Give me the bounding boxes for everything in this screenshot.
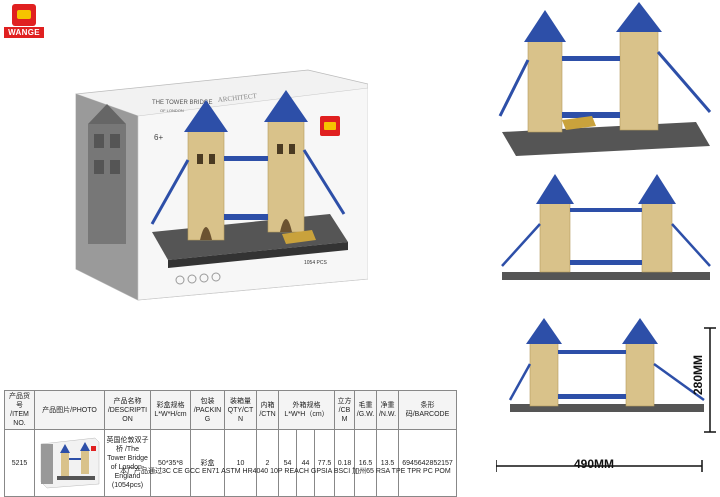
header-inner-ctn: 内箱/CTN bbox=[256, 390, 279, 430]
header-packing: 包装/PACKING bbox=[190, 390, 225, 430]
spec-table: 产品货号/ITEM NO. 产品图片/PHOTO 产品名称/DESCRIPTIO… bbox=[4, 390, 457, 497]
header-photo: 产品图片/PHOTO bbox=[34, 390, 105, 430]
logo-wordmark: WANGE bbox=[4, 27, 44, 38]
cell-outer-w: 44 bbox=[296, 429, 315, 497]
cell-item-no: 5215 bbox=[4, 429, 35, 497]
width-dimension-label: 490MM bbox=[574, 457, 615, 471]
cell-qty: 10 bbox=[224, 429, 257, 497]
table-row: 5215 英国伦敦双子桥 /The Tower Bridge of London… bbox=[4, 429, 457, 497]
model-view-dimensions bbox=[496, 318, 716, 472]
cell-packing: 彩盒 bbox=[190, 429, 225, 497]
cell-inner-ctn: 2 bbox=[256, 429, 279, 497]
model-view-front bbox=[501, 174, 711, 280]
spec-header-row: 产品货号/ITEM NO. 产品图片/PHOTO 产品名称/DESCRIPTIO… bbox=[4, 390, 457, 430]
cell-nw: 13.5 bbox=[376, 429, 399, 497]
header-item-no: 产品货号/ITEM NO. bbox=[4, 390, 35, 430]
cell-cbm: 0.18 bbox=[334, 429, 355, 497]
product-box-photo: ARCHITECT THE TOWER BRIDGE OF LONDON 6+ … bbox=[75, 69, 368, 301]
header-nw: 净重/N.W. bbox=[376, 390, 399, 430]
cell-description: 英国伦敦双子桥 /The Tower Bridge of London-Engl… bbox=[104, 429, 151, 497]
box-age-text: 6+ bbox=[154, 133, 163, 142]
cell-barcode: 6945642852157 bbox=[398, 429, 457, 497]
model-view-perspective bbox=[498, 2, 712, 156]
certification-line: 本厂产品通过3C CE GCC EN71 ASTM HR4040 10P REA… bbox=[120, 468, 451, 475]
cell-outer-l: 54 bbox=[278, 429, 297, 497]
header-gw: 毛重/G.W. bbox=[354, 390, 377, 430]
cell-box-size: 50*35*8 bbox=[150, 429, 191, 497]
logo-mark bbox=[12, 4, 36, 26]
brand-logo: WANGE bbox=[4, 4, 44, 40]
cell-photo bbox=[34, 429, 105, 497]
cell-outer-h: 77.5 bbox=[314, 429, 335, 497]
box-pcs-text: 1054 PCS bbox=[304, 260, 327, 266]
box-subtitle-text: OF LONDON bbox=[160, 108, 184, 113]
header-barcode: 条形码/BARCODE bbox=[398, 390, 457, 430]
cell-gw: 16.5 bbox=[354, 429, 377, 497]
height-dimension-label: 280MM bbox=[691, 355, 705, 396]
header-cbm: 立方/CBM bbox=[334, 390, 355, 430]
box-title-text: THE TOWER BRIDGE bbox=[152, 100, 212, 106]
product-thumbnail bbox=[40, 437, 99, 489]
header-description: 产品名称/DESCRIPTION bbox=[104, 390, 151, 430]
